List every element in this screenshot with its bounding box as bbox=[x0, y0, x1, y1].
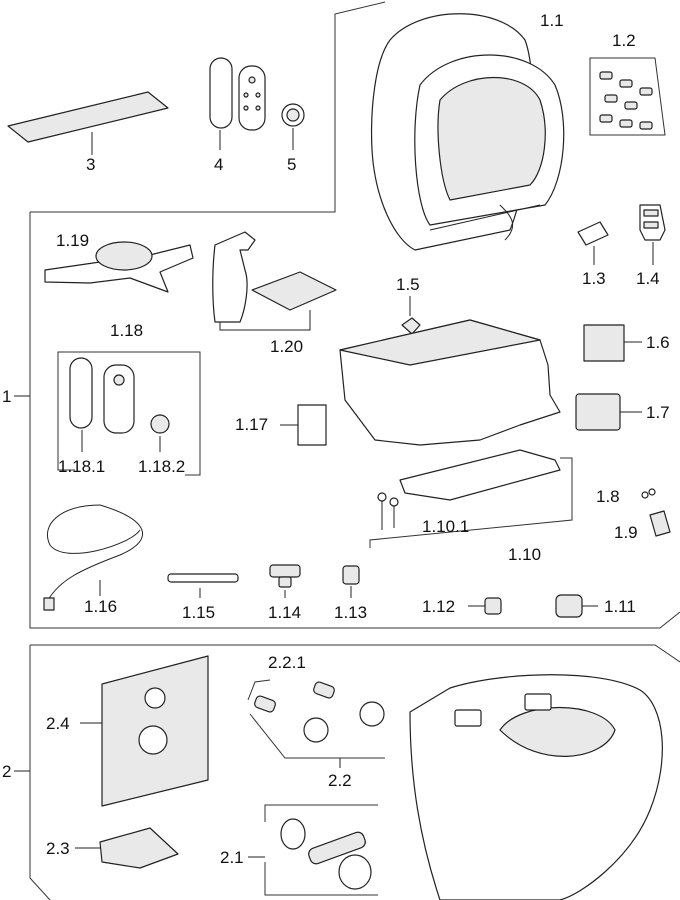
mounting-plate-part bbox=[369, 449, 573, 548]
drain-connector-part bbox=[248, 804, 378, 896]
remote-control-part bbox=[209, 57, 266, 150]
label-1-19: 1.19 bbox=[56, 231, 89, 250]
label-1-18-1: 1.18.1 bbox=[58, 457, 105, 476]
flush-button-part bbox=[281, 103, 305, 150]
label-2-2-1: 2.2.1 bbox=[268, 653, 306, 672]
label-1: 1 bbox=[2, 387, 11, 406]
label-1-1: 1.1 bbox=[540, 11, 564, 30]
template-sheet-part bbox=[80, 655, 209, 807]
small-bracket-part bbox=[280, 404, 327, 446]
buffer-set-part bbox=[589, 57, 666, 136]
wc-bowl-part bbox=[409, 674, 663, 900]
section-2-frame bbox=[14, 644, 680, 900]
label-1-11: 1.11 bbox=[604, 597, 636, 616]
label-1-10: 1.10 bbox=[508, 545, 541, 564]
seat-lid-part bbox=[371, 13, 565, 251]
cap-part bbox=[401, 296, 421, 335]
label-2: 2 bbox=[2, 762, 11, 781]
filter-part bbox=[583, 324, 642, 362]
label-1-13: 1.13 bbox=[334, 603, 367, 622]
label-1-16: 1.16 bbox=[84, 597, 117, 616]
plug-part bbox=[468, 597, 502, 615]
t-fitting-part bbox=[269, 564, 301, 598]
cleaning-kit-part bbox=[212, 231, 337, 331]
block-part bbox=[575, 393, 642, 431]
cover-plate-part bbox=[7, 91, 169, 155]
label-2-4: 2.4 bbox=[46, 714, 70, 733]
housing-part bbox=[339, 319, 561, 446]
label-5: 5 bbox=[287, 155, 296, 174]
mounting-bracket-part bbox=[44, 241, 194, 293]
threaded-ring-part bbox=[555, 594, 598, 618]
label-3: 3 bbox=[86, 155, 95, 174]
nut-part bbox=[342, 565, 360, 598]
label-1-8: 1.8 bbox=[596, 487, 620, 506]
remote-set-part bbox=[57, 351, 201, 476]
cover-part bbox=[75, 827, 179, 869]
label-1-12: 1.12 bbox=[422, 597, 455, 616]
section-1-frame bbox=[14, 1, 680, 629]
rod-part bbox=[167, 573, 239, 598]
label-1-7: 1.7 bbox=[646, 403, 670, 422]
label-4: 4 bbox=[214, 155, 223, 174]
label-1-15: 1.15 bbox=[182, 603, 215, 622]
label-1-17: 1.17 bbox=[235, 415, 268, 434]
label-1-14: 1.14 bbox=[268, 603, 301, 622]
label-2-2: 2.2 bbox=[328, 771, 352, 790]
label-1-3: 1.3 bbox=[582, 269, 606, 288]
connector-part bbox=[639, 204, 666, 265]
fixing-set-part bbox=[247, 679, 385, 768]
label-1-9: 1.9 bbox=[614, 523, 638, 542]
label-1-18-2: 1.18.2 bbox=[138, 457, 185, 476]
label-1-2: 1.2 bbox=[612, 31, 636, 50]
label-2-1: 2.1 bbox=[220, 848, 244, 867]
label-2-3: 2.3 bbox=[46, 839, 70, 858]
label-1-10-1: 1.10.1 bbox=[422, 517, 469, 536]
small-parts-1-8 bbox=[641, 488, 656, 499]
label-1-5: 1.5 bbox=[396, 275, 420, 294]
label-1-6: 1.6 bbox=[646, 333, 670, 352]
label-1-4: 1.4 bbox=[636, 269, 660, 288]
valve-part bbox=[577, 221, 609, 265]
label-1-18: 1.18 bbox=[110, 321, 143, 340]
label-1-20: 1.20 bbox=[270, 337, 303, 356]
pin-part-1-9 bbox=[649, 510, 671, 537]
hose-part bbox=[43, 504, 143, 611]
